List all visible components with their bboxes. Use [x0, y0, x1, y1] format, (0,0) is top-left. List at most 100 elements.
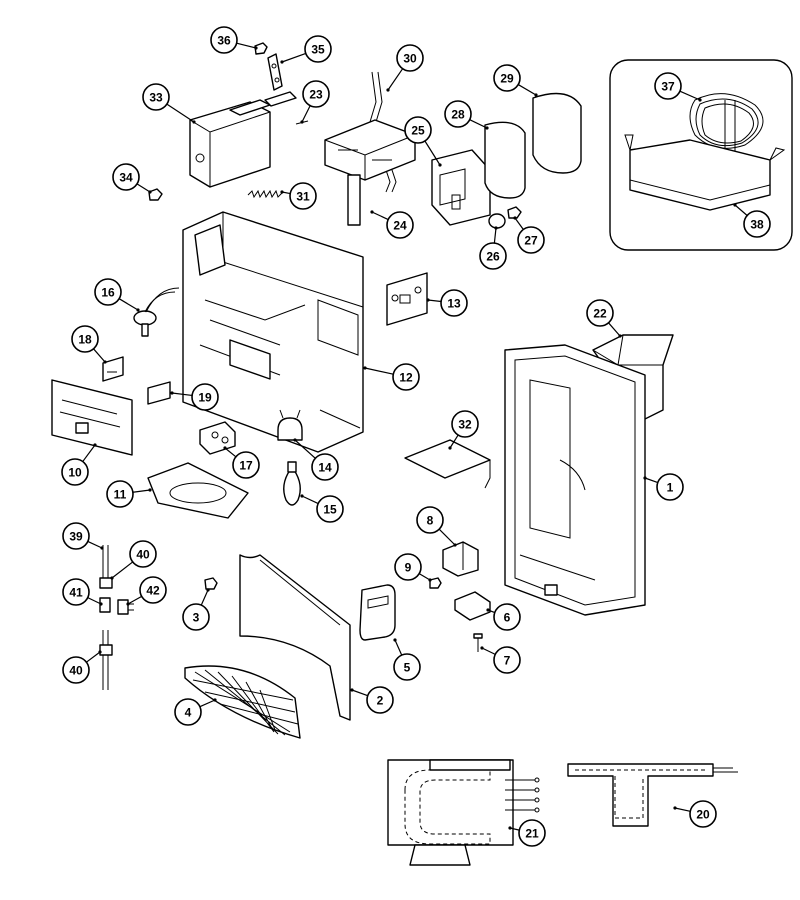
leader-line — [281, 52, 306, 63]
callout-number: 27 — [524, 234, 538, 248]
part-heater-20 — [567, 763, 738, 827]
callout-bubble — [106, 480, 134, 508]
callout-number: 16 — [101, 286, 115, 300]
part-cover-25 — [431, 149, 491, 226]
callout-bubble — [139, 576, 167, 604]
callout-c33: 33 — [142, 83, 196, 124]
part-screw-9 — [429, 577, 442, 589]
callout-bubble — [656, 473, 684, 501]
part-actuator-24 — [324, 119, 416, 226]
part-screw-7 — [473, 633, 483, 652]
leader-tip — [643, 476, 647, 480]
part-pad-29 — [532, 92, 582, 174]
callout-bubble — [71, 325, 99, 353]
part-solenoid-33 — [189, 91, 297, 188]
leader-line — [301, 105, 311, 123]
leader-tip — [206, 588, 210, 592]
callout-bubble — [191, 383, 219, 411]
callout-number: 24 — [393, 219, 407, 233]
callout-c14: 14 — [293, 438, 339, 481]
part-screw-36 — [254, 42, 268, 55]
callout-bubble — [62, 522, 90, 550]
callout-number: 6 — [504, 611, 511, 625]
leader-tip — [100, 546, 104, 550]
callout-bubble — [440, 289, 468, 317]
leader-tip — [426, 298, 430, 302]
callout-c38: 38 — [733, 203, 771, 238]
callout-bubble — [396, 44, 424, 72]
leader-tip — [508, 826, 512, 830]
callout-bubble — [304, 35, 332, 63]
callout-bubble — [129, 540, 157, 568]
leader-line — [301, 495, 319, 505]
callout-bubble — [444, 100, 472, 128]
callout-number: 10 — [68, 466, 82, 480]
part-cover-5 — [359, 584, 396, 641]
leader-line — [166, 103, 195, 123]
leader-line — [418, 573, 431, 581]
part-dispenser-housing-1 — [504, 344, 646, 616]
callout-number: 17 — [239, 459, 253, 473]
callout-bubble — [689, 800, 717, 828]
leader-line — [644, 477, 658, 484]
part-fitting-40b — [99, 630, 113, 690]
leader-tip — [170, 391, 174, 395]
callout-c40b: 40 — [62, 650, 102, 684]
leader-line — [136, 183, 151, 193]
callout-c37: 37 — [654, 72, 702, 102]
callout-number: 8 — [427, 514, 434, 528]
part-screw-3 — [204, 577, 218, 590]
leader-tip — [136, 308, 140, 312]
callout-bubble — [404, 116, 432, 144]
callout-c40a: 40 — [110, 540, 157, 580]
callout-bubble — [517, 226, 545, 254]
leader-tip — [363, 366, 367, 370]
leader-line — [517, 84, 537, 96]
part-fitting-40a — [99, 577, 113, 589]
callout-number: 4 — [185, 706, 192, 720]
callout-bubble — [311, 453, 339, 481]
callout-c7: 7 — [480, 646, 521, 674]
callout-c28: 28 — [444, 100, 489, 130]
callout-c16: 16 — [94, 278, 140, 312]
callout-number: 12 — [399, 371, 413, 385]
callout-c4: 4 — [174, 698, 217, 726]
leader-tip — [293, 438, 297, 442]
callout-c5: 5 — [393, 638, 421, 681]
leader-tip — [300, 494, 304, 498]
callout-c32: 32 — [448, 410, 479, 450]
leader-line — [87, 597, 102, 605]
leader-line — [734, 204, 748, 216]
leader-tip — [513, 216, 517, 220]
callout-c41: 41 — [62, 578, 103, 606]
leader-line — [364, 367, 394, 375]
callout-c10: 10 — [61, 443, 97, 486]
callout-number: 9 — [405, 561, 412, 575]
part-bracket-8 — [442, 541, 479, 577]
leader-tip — [494, 226, 498, 230]
leader-tip — [733, 203, 737, 207]
callout-number: 40 — [136, 548, 150, 562]
callout-c15: 15 — [300, 494, 344, 523]
callout-number: 40 — [69, 664, 83, 678]
callout-number: 1 — [667, 481, 674, 495]
part-grille-4 — [184, 665, 301, 739]
callout-c22: 22 — [586, 299, 622, 338]
callout-c11: 11 — [106, 480, 152, 508]
leader-tip — [438, 163, 442, 167]
callout-bubble — [393, 653, 421, 681]
leader-tip — [673, 806, 677, 810]
leader-tip — [103, 360, 107, 364]
leader-line — [371, 211, 389, 221]
leader-line — [424, 140, 441, 166]
callout-number: 15 — [323, 503, 337, 517]
part-switch-6 — [454, 591, 491, 621]
callout-c20: 20 — [673, 800, 717, 828]
callout-c27: 27 — [513, 216, 545, 254]
callout-bubble — [493, 603, 521, 631]
leader-tip — [99, 602, 103, 606]
leader-tip — [126, 602, 130, 606]
callout-bubble — [743, 210, 771, 238]
part-spring-31 — [247, 189, 283, 199]
part-tray-11 — [147, 462, 249, 519]
